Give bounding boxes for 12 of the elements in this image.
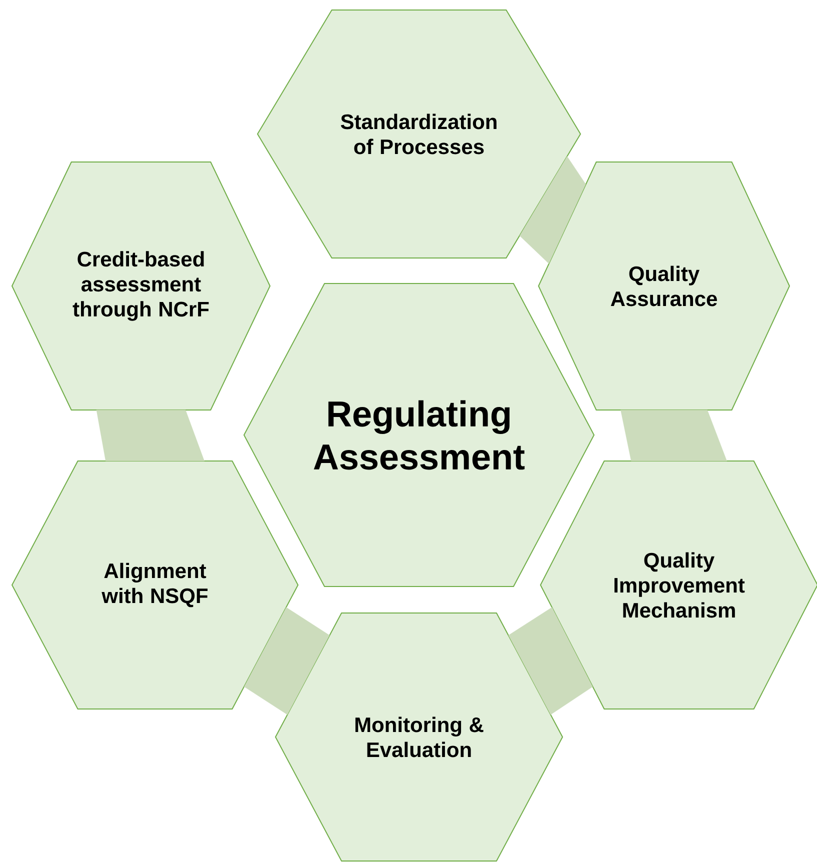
connector-band xyxy=(520,156,586,264)
hexagon: Monitoring & Evaluation xyxy=(274,612,564,862)
connector-band xyxy=(620,410,727,462)
connector-band xyxy=(508,607,593,715)
hexagon: Credit-based assessment through NCrF xyxy=(11,162,271,410)
connector-band xyxy=(96,410,204,462)
hexagon: Regulating Assessment xyxy=(243,283,595,587)
connector-band xyxy=(244,607,330,715)
hexagon: Standardization of Processes xyxy=(256,10,582,258)
hexagon: Quality Improvement Mechanism xyxy=(540,460,817,710)
hexagon: Alignment with NSQF xyxy=(11,460,299,710)
hexagon: Quality Assurance xyxy=(538,162,790,410)
